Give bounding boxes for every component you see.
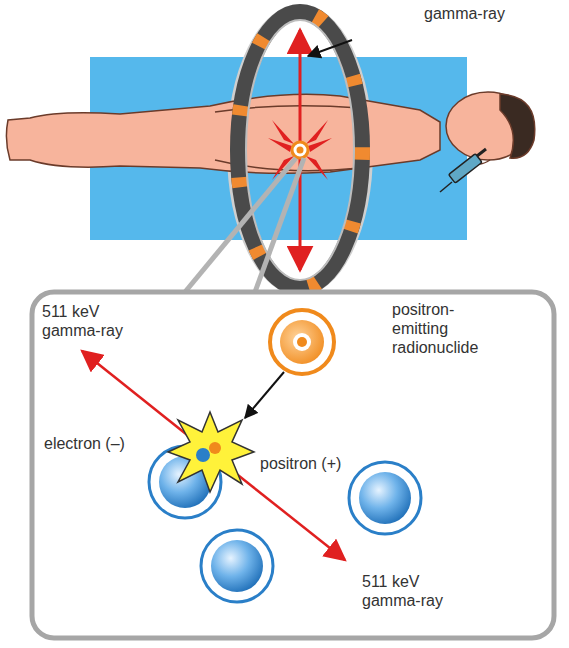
source-dot [292, 142, 308, 158]
annotation-text: electron (–) [44, 434, 125, 453]
detector-ring [238, 12, 362, 288]
syringe [440, 149, 486, 192]
annihilation-burst [168, 412, 254, 492]
radionuclide [270, 310, 334, 374]
source-dot [297, 147, 304, 154]
leader-line [308, 40, 352, 56]
detector-segments [238, 12, 362, 288]
positron-path [245, 372, 284, 418]
zoom-line [255, 158, 304, 292]
annotation-text: positron (+) [260, 454, 341, 473]
positron-dot [209, 442, 221, 454]
inset-panel [32, 292, 554, 638]
part-label: gamma-ray [424, 4, 505, 23]
annotation-text: 511 keV gamma-ray [42, 302, 134, 340]
ring-inner [246, 20, 354, 280]
gamma-arrow [299, 30, 302, 142]
patient [6, 92, 534, 173]
annotation-text: 511 keV gamma-ray [362, 572, 454, 610]
inset-panel-node: 511 keV gamma-ray positron-emitting radio… [32, 292, 554, 638]
annotation-text: positron-emitting radionuclide [392, 300, 496, 357]
electron-dot [196, 448, 210, 462]
gamma-ray-line [82, 351, 196, 442]
